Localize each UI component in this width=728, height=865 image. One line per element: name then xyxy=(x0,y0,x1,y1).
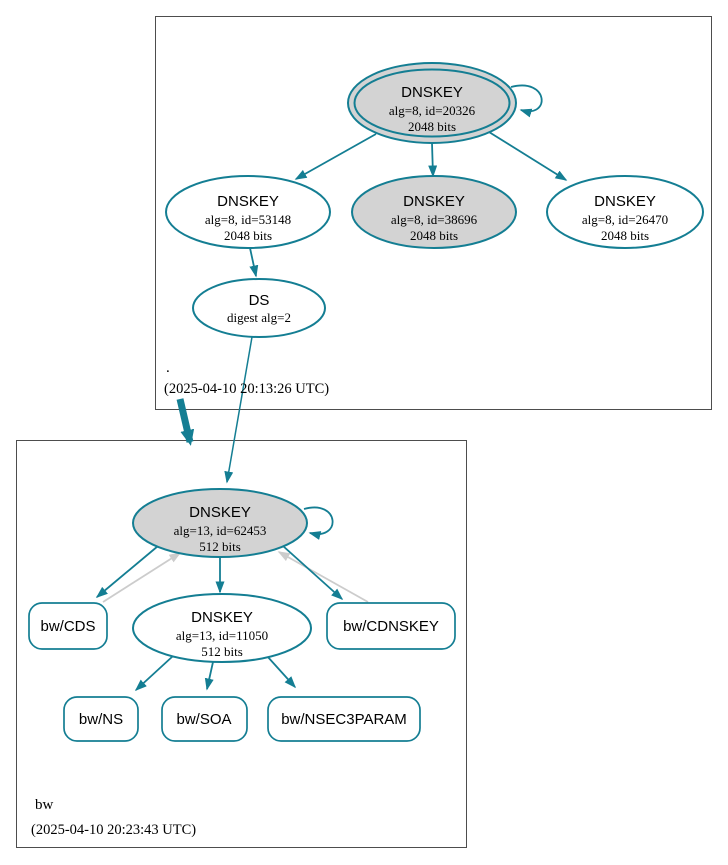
edge-bw-ksk-self-loop xyxy=(303,506,334,540)
dnskey-53148-bits: 2048 bits xyxy=(224,228,272,243)
edge-cdnskey-to-bw-ksk xyxy=(277,551,369,603)
dnskey-26470-bits: 2048 bits xyxy=(601,228,649,243)
dnskey-11050-ellipse[interactable] xyxy=(132,593,312,663)
edge-zsk11050-to-soa xyxy=(204,661,214,691)
ds-meta: digest alg=2 xyxy=(227,310,291,325)
edge-root-ksk-self-loop xyxy=(510,84,543,118)
dnskey-38696-ellipse[interactable] xyxy=(351,175,517,249)
dnskey-53148-meta: alg=8, id=53148 xyxy=(205,212,291,227)
bw-zone-timestamp: (2025-04-10 20:23:43 UTC) xyxy=(31,822,196,838)
dnskey-20326-meta: alg=8, id=20326 xyxy=(389,103,476,118)
edge-root-zone-to-bw-zone xyxy=(176,398,195,446)
soa-rect[interactable] xyxy=(161,696,248,742)
node-rrset-cds: bw/CDS xyxy=(28,602,108,650)
dnskey-62453-meta: alg=13, id=62453 xyxy=(174,523,267,538)
ns-rect[interactable] xyxy=(63,696,139,742)
edge-ksk20326-to-dnskey53148 xyxy=(294,133,377,180)
edge-zsk11050-to-ns xyxy=(134,655,174,692)
dnskey-53148-title: DNSKEY xyxy=(217,193,279,210)
edge-bw-ksk-to-cds xyxy=(95,545,159,598)
dnskey-26470-meta: alg=8, id=26470 xyxy=(582,212,668,227)
dnskey-38696-title: DNSKEY xyxy=(403,193,465,210)
nsec3param-rect[interactable] xyxy=(267,696,421,742)
node-rrset-soa: bw/SOA xyxy=(161,696,248,742)
cds-rect[interactable] xyxy=(28,602,108,650)
edge-ksk20326-to-dnskey26470 xyxy=(488,131,568,181)
soa-label: bw/SOA xyxy=(176,711,231,728)
dnskey-26470-ellipse[interactable] xyxy=(546,175,704,249)
node-rrset-nsec3param: bw/NSEC3PARAM xyxy=(267,696,421,742)
ns-label: bw/NS xyxy=(79,711,123,728)
dnskey-11050-meta: alg=13, id=11050 xyxy=(176,628,268,643)
nsec3param-label: bw/NSEC3PARAM xyxy=(281,711,407,728)
edge-bw-ksk-to-cdnskey xyxy=(282,545,344,601)
node-dnskey-26470: DNSKEY alg=8, id=26470 2048 bits xyxy=(546,175,704,249)
dnskey-26470-title: DNSKEY xyxy=(594,193,656,210)
cdnskey-rect[interactable] xyxy=(326,602,456,650)
dnskey-20326-inner-ellipse xyxy=(353,68,511,138)
edge-zsk11050-to-nsec3param xyxy=(266,655,297,689)
dnskey-62453-bits: 512 bits xyxy=(199,539,241,554)
node-dnskey-38696: DNSKEY alg=8, id=38696 2048 bits xyxy=(351,175,517,249)
node-dnskey-62453: DNSKEY alg=13, id=62453 512 bits xyxy=(132,488,308,558)
root-zone-name: . xyxy=(166,360,170,376)
root-zone-timestamp: (2025-04-10 20:13:26 UTC) xyxy=(164,381,329,397)
dnskey-20326-title: DNSKEY xyxy=(401,84,463,101)
dnskey-11050-bits: 512 bits xyxy=(201,644,243,659)
node-rrset-cdnskey: bw/CDNSKEY xyxy=(326,602,456,650)
dnskey-62453-title: DNSKEY xyxy=(189,504,251,521)
dnskey-11050-title: DNSKEY xyxy=(191,609,253,626)
edge-ksk20326-to-dnskey38696 xyxy=(428,142,438,178)
node-dnskey-53148: DNSKEY alg=8, id=53148 2048 bits xyxy=(165,175,331,249)
cdnskey-label: bw/CDNSKEY xyxy=(343,618,439,635)
node-rrset-ns: bw/NS xyxy=(63,696,139,742)
cds-label: bw/CDS xyxy=(40,618,95,635)
dnskey-20326-bits: 2048 bits xyxy=(408,119,456,134)
bw-zone-name: bw xyxy=(35,797,54,813)
node-ds: DS digest alg=2 xyxy=(192,278,326,338)
ds-ellipse[interactable] xyxy=(192,278,326,338)
node-dnskey-20326: DNSKEY alg=8, id=20326 2048 bits xyxy=(347,62,517,144)
node-dnskey-11050: DNSKEY alg=13, id=11050 512 bits xyxy=(132,593,312,663)
edge-dnskey53148-to-ds xyxy=(249,247,259,278)
edge-cds-to-bw-ksk xyxy=(102,552,182,603)
ds-title: DS xyxy=(249,292,270,309)
dnskey-62453-ellipse[interactable] xyxy=(132,488,308,558)
dnskey-53148-ellipse[interactable] xyxy=(165,175,331,249)
edge-ds-to-bw-ksk xyxy=(224,336,253,484)
dnskey-38696-bits: 2048 bits xyxy=(410,228,458,243)
dnskey-38696-meta: alg=8, id=38696 xyxy=(391,212,478,227)
